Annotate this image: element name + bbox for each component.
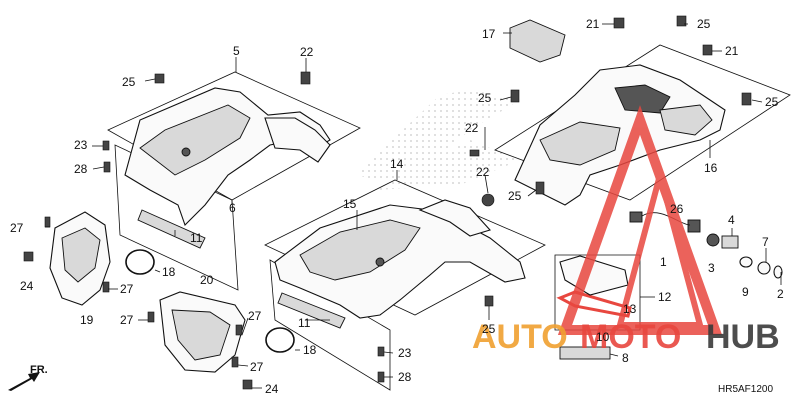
- callout-3: 3: [708, 261, 715, 275]
- callout-17: 17: [482, 27, 496, 41]
- watermark-text-moto: MOTO: [580, 318, 681, 356]
- callout-11-b: 11: [298, 316, 311, 330]
- callout-24-a: 24: [20, 279, 34, 293]
- callout-23-b: 23: [398, 346, 412, 360]
- callout-21-a: 21: [586, 17, 600, 31]
- part-18-ring-upper: [125, 249, 155, 275]
- callout-24-b: 24: [265, 382, 279, 396]
- callout-22-a: 22: [300, 45, 314, 59]
- diagram-code: HR5AF1200: [718, 384, 773, 395]
- callout-28-b: 28: [398, 370, 412, 384]
- callout-14: 14: [390, 157, 404, 171]
- callout-18-a: 18: [162, 265, 176, 279]
- group-14-lower-panel: [264, 179, 546, 391]
- callout-19: 19: [80, 313, 94, 327]
- callout-labels: 5 25 22 23 28 6 11 27 18 24 27 19 20 27 …: [10, 17, 784, 396]
- callout-25-b: 25: [482, 322, 496, 336]
- callout-16: 16: [704, 161, 718, 175]
- direction-label: FR.: [30, 364, 48, 376]
- callout-25-e: 25: [697, 17, 711, 31]
- callout-27-a: 27: [10, 221, 24, 235]
- background-wing-pattern: [355, 90, 520, 190]
- callout-18-b: 18: [303, 343, 317, 357]
- callout-4: 4: [728, 213, 735, 227]
- watermark-text-hub: HUB: [706, 318, 780, 356]
- fr-arrow-icon: [8, 372, 40, 391]
- callout-8: 8: [622, 351, 629, 365]
- part-18-ring-lower: [265, 327, 295, 353]
- callout-22-b: 22: [465, 121, 479, 135]
- group-16-upper-cover: [494, 44, 791, 206]
- callout-22-c: 22: [476, 165, 490, 179]
- fasteners: [23, 15, 752, 390]
- callout-7: 7: [762, 235, 769, 249]
- callout-27-c: 27: [120, 313, 134, 327]
- callout-26: 26: [670, 202, 684, 216]
- callout-1: 1: [660, 255, 667, 269]
- callout-23-a: 23: [74, 138, 88, 152]
- watermark-logo: [557, 105, 723, 335]
- callout-15: 15: [343, 197, 357, 211]
- callout-11-a: 11: [190, 231, 203, 245]
- callout-12: 12: [658, 290, 672, 304]
- part-8-strip: [559, 346, 611, 360]
- callout-27-e: 27: [250, 360, 264, 374]
- callout-25-c: 25: [478, 91, 492, 105]
- part-17-lid: [509, 19, 566, 63]
- callout-20: 20: [200, 273, 214, 287]
- part-26-connector: [629, 211, 701, 233]
- callout-27-d: 27: [248, 309, 262, 323]
- callout-5: 5: [233, 44, 240, 58]
- right-small-parts: [706, 233, 783, 279]
- callout-21-b: 21: [725, 44, 739, 58]
- callout-10: 10: [596, 330, 610, 344]
- callout-13: 13: [623, 302, 637, 316]
- callout-25-a: 25: [122, 75, 136, 89]
- callout-25-d: 25: [508, 189, 522, 203]
- callout-6: 6: [229, 201, 236, 215]
- callout-27-b: 27: [120, 282, 134, 296]
- leader-lines: [45, 23, 782, 389]
- callout-2: 2: [777, 287, 784, 301]
- watermark-text-auto: AUTO: [472, 318, 568, 356]
- callout-28-a: 28: [74, 162, 88, 176]
- group-5-rear-fender: [107, 71, 361, 291]
- callout-9: 9: [742, 285, 749, 299]
- callout-25-f: 25: [765, 95, 779, 109]
